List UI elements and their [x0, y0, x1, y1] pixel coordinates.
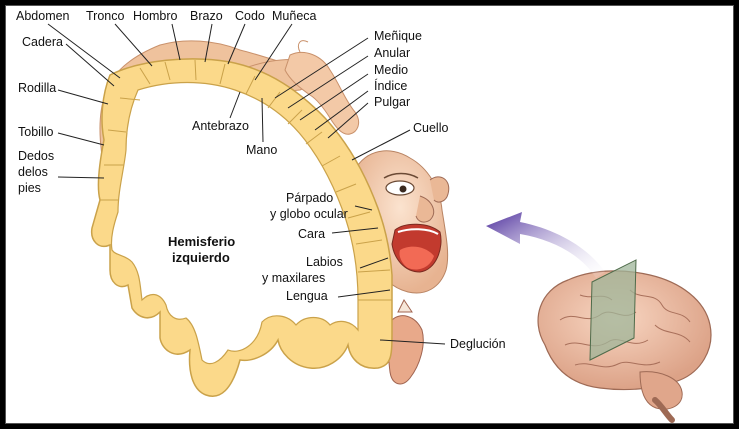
leader-lines: [47, 23, 446, 345]
brain-illustration: [537, 259, 712, 423]
label-dedos-pies-3: pies: [18, 181, 41, 195]
label-antebrazo: Antebrazo: [192, 119, 249, 133]
label-hemisferio-2: izquierdo: [172, 250, 230, 265]
label-medio: Medio: [374, 63, 408, 77]
homunculus-tongue: [399, 246, 434, 270]
homunculus-throat: [387, 315, 424, 385]
label-mano: Mano: [246, 143, 277, 157]
homunculus-hand: [284, 51, 360, 135]
label-brazo: Brazo: [190, 9, 223, 23]
label-anular: Anular: [374, 46, 410, 60]
label-tronco: Tronco: [86, 9, 124, 23]
label-tobillo: Tobillo: [18, 125, 53, 139]
direction-arrow: [486, 212, 605, 278]
label-hemisferio-1: Hemisferio: [168, 234, 235, 249]
label-parpado-1: Párpado: [286, 191, 333, 205]
label-pulgar: Pulgar: [374, 95, 410, 109]
label-deglucion: Deglución: [450, 337, 506, 351]
cortex-inner: [110, 81, 359, 365]
brain-section-plane: [589, 259, 637, 361]
label-codo: Codo: [235, 9, 265, 23]
cortex-segments: [100, 59, 392, 301]
label-dedos-pies-1: Dedos: [18, 149, 54, 163]
label-indice: Índice: [374, 78, 407, 93]
label-cadera: Cadera: [22, 35, 63, 49]
labels: Abdomen Tronco Hombro Brazo Codo Muñeca …: [16, 9, 506, 351]
label-labios-2: y maxilares: [262, 271, 325, 285]
label-muneca: Muñeca: [272, 9, 317, 23]
label-labios-1: Labios: [306, 255, 343, 269]
label-menique: Meñique: [374, 29, 422, 43]
label-hombro: Hombro: [133, 9, 178, 23]
label-cara: Cara: [298, 227, 325, 241]
label-rodilla: Rodilla: [18, 81, 56, 95]
label-dedos-pies-2: delos: [18, 165, 48, 179]
label-parpado-2: y globo ocular: [270, 207, 348, 221]
label-lengua: Lengua: [286, 289, 328, 303]
label-abdomen: Abdomen: [16, 9, 70, 23]
label-cuello: Cuello: [413, 121, 448, 135]
